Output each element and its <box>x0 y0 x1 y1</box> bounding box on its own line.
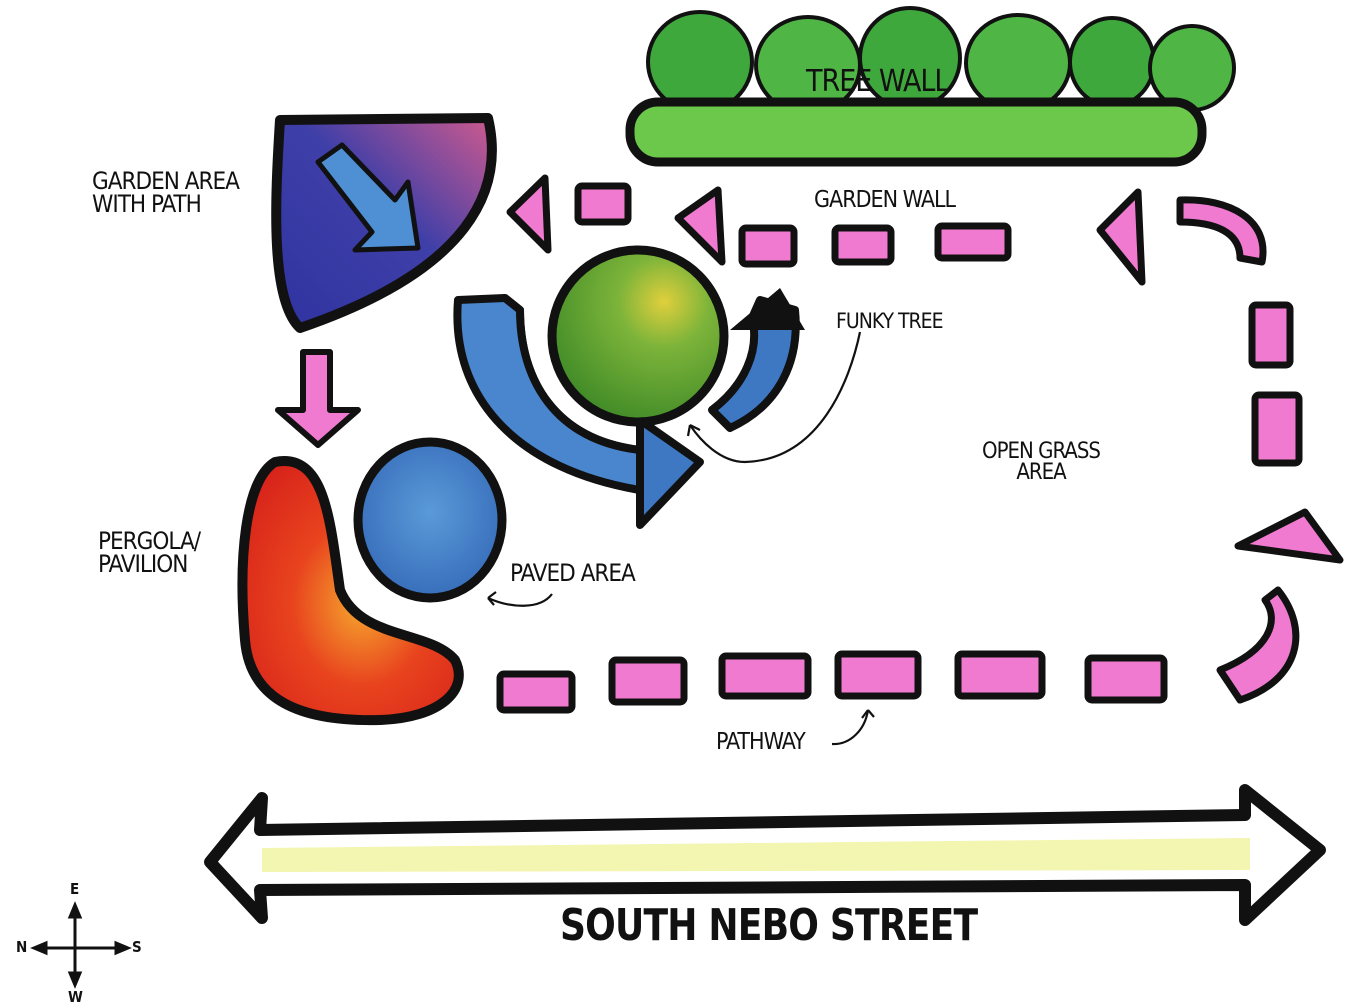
garden-area-label: GARDEN AREA WITH PATH <box>92 167 240 218</box>
garden-area-label-line2: WITH PATH <box>92 189 202 218</box>
pathway-segments <box>496 650 1168 714</box>
street-label: SOUTH NEBO STREET <box>560 900 978 951</box>
garden-area <box>271 113 497 333</box>
garden-wall-path <box>506 174 1344 704</box>
pathway-label: PATHWAY <box>716 729 806 755</box>
garden-area-label-line1: GARDEN AREA <box>92 167 240 195</box>
compass-left-letter: N <box>16 938 27 956</box>
funky-right-arc <box>708 296 800 432</box>
paved-area-shape <box>353 437 507 603</box>
open-grass-label-line1: OPEN GRASS <box>982 439 1101 464</box>
compass-right-letter: S <box>132 938 142 956</box>
compass-top-letter: E <box>70 880 79 898</box>
pergola-shape <box>237 456 464 726</box>
tree-wall-label: TREE WALL <box>806 64 949 99</box>
pergola-label-line2: PAVILION <box>98 549 188 578</box>
pergola-label: PERGOLA/ PAVILION <box>98 527 201 578</box>
garden-wall-label: GARDEN WALL <box>814 187 956 213</box>
pergola-label-line1: PERGOLA/ <box>98 527 201 555</box>
funky-tree-circle <box>547 245 729 427</box>
paved-curve-left <box>453 294 644 494</box>
funky-tree-label: FUNKY TREE <box>836 309 944 333</box>
leader-lines <box>487 331 875 746</box>
green-hedge-bar <box>625 97 1207 167</box>
tree-wall <box>625 6 1236 167</box>
open-grass-label-line2: AREA <box>1016 459 1066 485</box>
compass <box>30 901 132 989</box>
paved-area-label: PAVED AREA <box>510 559 636 587</box>
funky-arrow-head <box>730 288 805 330</box>
compass-bottom-letter: W <box>68 988 83 1006</box>
tree-canopies <box>646 6 1236 115</box>
open-grass-label: OPEN GRASS AREA <box>982 439 1101 485</box>
street-arrow <box>204 784 1326 926</box>
garden-path-arrow <box>315 142 421 253</box>
down-arrow <box>275 349 361 448</box>
